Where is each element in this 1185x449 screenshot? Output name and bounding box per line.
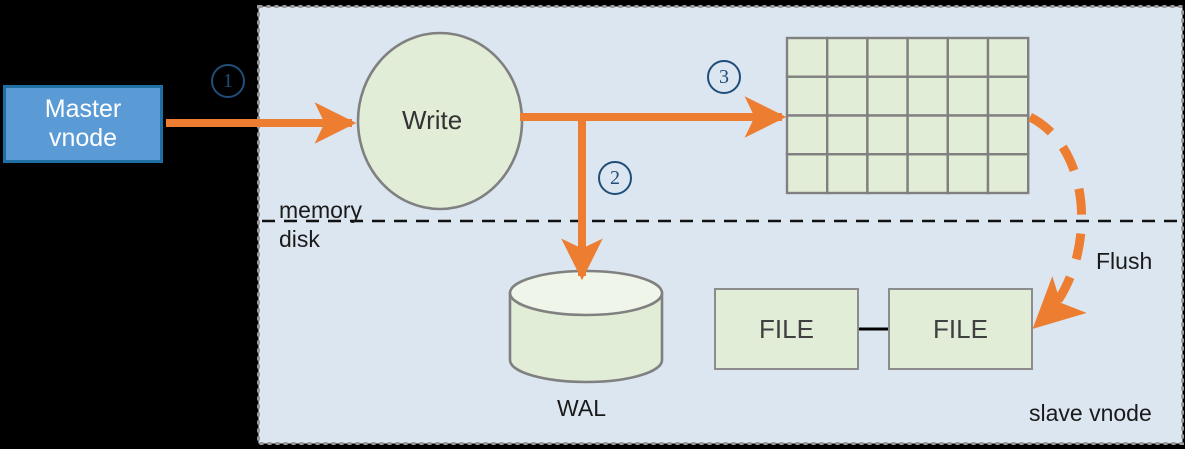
file-node-1: FILE [714,288,859,370]
step-number-3-icon: 3 [707,60,741,94]
write-node-label: Write [402,105,463,135]
master-vnode-label-line1: Master [44,94,122,123]
master-vnode-label-line2: vnode [48,124,118,152]
file-node-1-label: FILE [759,313,814,344]
file-node-2: FILE [888,288,1033,370]
memtable-grid [785,36,1030,195]
disk-tier-label: disk [279,226,320,252]
arrow-flush [1027,112,1087,329]
wal-cylinder [508,269,664,384]
master-vnode-node: Master vnode [3,85,163,163]
memory-tier-label: memory [279,197,363,223]
step-number-1-icon: 1 [211,64,245,98]
flush-edge-label: Flush [1096,248,1153,274]
step-number-2-icon: 2 [598,161,632,195]
wal-node-label: WAL [557,395,606,421]
file-node-2-label: FILE [933,313,988,344]
slave-vnode-panel-label: slave vnode [1029,400,1152,426]
